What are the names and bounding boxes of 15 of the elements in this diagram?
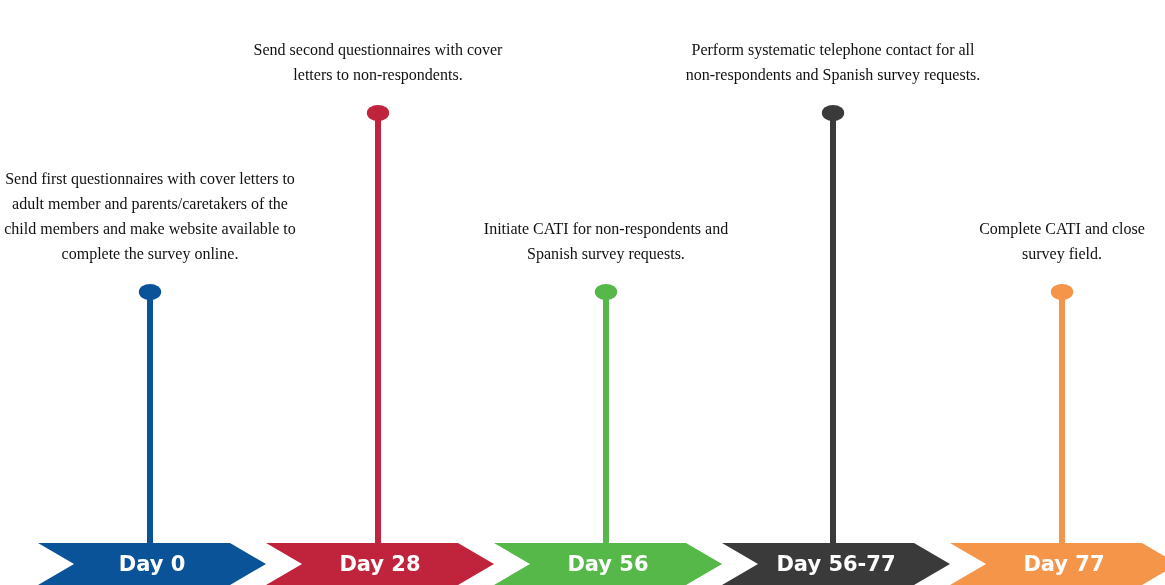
chevron-step: Day 77 bbox=[950, 543, 1165, 585]
chevron-step: Day 0 bbox=[38, 543, 266, 585]
milestone-text: Initiate CATI for non-respondents and Spanish survey requests. bbox=[482, 219, 730, 265]
chevron-step: Day 56 bbox=[494, 543, 722, 585]
pin-connector bbox=[1050, 284, 1074, 543]
milestone-text: Send first questionnaires with cover letters to adult member and parents/caretakers of the child members and make website available to complete the survey online. bbox=[3, 169, 297, 265]
chevron-step: Day 56-77 bbox=[722, 543, 950, 585]
pin-connector bbox=[138, 284, 162, 543]
chevron-step: Day 28 bbox=[266, 543, 494, 585]
milestone-text: Complete CATI and close survey field. bbox=[978, 219, 1146, 265]
pin-connector bbox=[366, 105, 390, 543]
pin-connector bbox=[821, 105, 845, 543]
milestone-text: Send second questionnaires with cover letters to non-respondents. bbox=[252, 40, 504, 86]
milestone-text: Perform systematic telephone contact for all non-respondents and Spanish survey requests. bbox=[684, 40, 982, 86]
pin-connector bbox=[594, 284, 618, 543]
